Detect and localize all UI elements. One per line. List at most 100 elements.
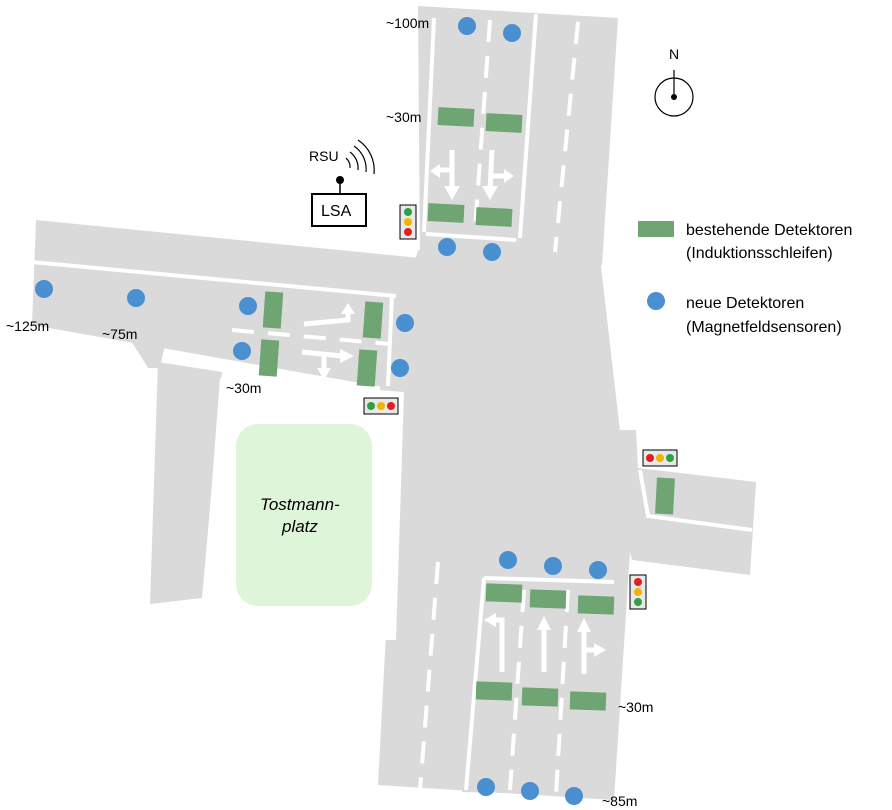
existing-detector <box>427 203 465 223</box>
new-detectors <box>35 17 607 805</box>
distance-west-far: ~125m <box>6 318 49 334</box>
arrow-head <box>504 169 514 183</box>
new-detector <box>239 297 257 315</box>
lsa-box <box>311 193 367 227</box>
new-detector <box>391 359 409 377</box>
distance-north-near: ~30m <box>386 109 421 125</box>
traffic-signal-east <box>642 449 678 467</box>
west-stopline <box>386 294 394 387</box>
new-detector <box>589 561 607 579</box>
new-detector <box>565 787 583 805</box>
signal-lamp-yellow <box>656 454 664 462</box>
existing-detector <box>655 477 675 515</box>
distance-west-mid: ~75m <box>102 326 137 342</box>
plaza-square <box>236 424 372 606</box>
rsu-unit: RSU <box>309 139 375 194</box>
rsu-signal-icon <box>345 139 375 175</box>
new-detector <box>544 557 562 575</box>
rsu-label: RSU <box>309 148 339 164</box>
arrow-north-left-straight <box>438 150 455 190</box>
compass-label: N <box>669 46 679 62</box>
new-detector <box>396 314 414 332</box>
existing-detector <box>362 301 384 339</box>
arrow-head <box>317 368 331 380</box>
legend-new-line2: (Magnetfeldsensoren) <box>686 319 842 336</box>
new-detector <box>499 551 517 569</box>
north-compass: N <box>654 46 694 117</box>
west-lane-divider <box>231 328 391 346</box>
signal-lamp-yellow <box>404 218 412 226</box>
south-stopline <box>483 576 615 584</box>
north-curb <box>422 17 436 233</box>
existing-detector <box>529 589 567 609</box>
arrow-head <box>594 643 606 657</box>
north-lane-divider <box>518 13 538 239</box>
arrow-south-left <box>494 617 505 672</box>
arrow-west-straight-left <box>303 312 351 327</box>
existing-detector <box>485 113 523 133</box>
road-west-corner <box>118 320 168 368</box>
arrow-head <box>341 303 355 314</box>
existing-detector <box>356 349 378 387</box>
signal-lamp-red <box>646 454 654 462</box>
road-east <box>598 430 756 575</box>
signal-lamp-red <box>404 228 412 236</box>
west-curb <box>31 260 397 298</box>
existing-detector <box>262 291 284 329</box>
road-north <box>418 6 618 265</box>
north-lane-divider <box>553 21 580 253</box>
arrow-head <box>537 616 551 630</box>
road-southwest <box>150 362 222 604</box>
arrow-head <box>340 349 354 363</box>
existing-detector <box>475 681 513 701</box>
traffic-signal-south <box>629 574 647 610</box>
lane-markings <box>31 13 615 796</box>
legend-existing-swatch <box>638 221 674 237</box>
lsa-label: LSA <box>321 203 352 220</box>
legend-new-line1: neue Detektoren <box>686 295 804 312</box>
plaza-label-line1: Tostmann- <box>260 495 340 514</box>
signal-lamp-yellow <box>377 402 385 410</box>
legend-new-swatch <box>647 292 665 310</box>
new-detector <box>521 782 539 800</box>
distance-north-far: ~100m <box>386 15 429 31</box>
new-detector <box>477 778 495 796</box>
arrow-head <box>482 186 498 200</box>
compass-center <box>671 94 677 100</box>
east-curb-line <box>638 469 753 532</box>
distance-south-near: ~30m <box>618 699 653 715</box>
lane-arrows <box>301 149 606 674</box>
south-median <box>464 577 486 791</box>
arrow-head <box>577 618 591 632</box>
traffic-signal-west <box>363 397 399 415</box>
new-detector <box>127 289 145 307</box>
south-lane-divider <box>418 561 440 791</box>
existing-detector <box>521 687 559 707</box>
arrow-north-straight-right <box>487 149 506 191</box>
plaza-label-line2: platz <box>281 517 318 536</box>
distance-west-near: ~30m <box>226 380 261 396</box>
new-detector <box>458 17 476 35</box>
road-west <box>32 220 428 395</box>
new-detector <box>483 243 501 261</box>
new-detector <box>35 280 53 298</box>
signal-lamp-red <box>387 402 395 410</box>
existing-detector <box>485 583 523 603</box>
north-stopline <box>425 232 517 242</box>
arrow-head <box>430 164 440 178</box>
signal-lamp-yellow <box>634 588 642 596</box>
legend-existing-line2: (Induktionsschleifen) <box>686 245 833 262</box>
existing-detector <box>569 691 607 711</box>
traffic-signal-north <box>399 204 417 240</box>
arrow-head <box>444 186 460 200</box>
arrow-head <box>484 613 496 627</box>
legend-existing-line1: bestehende Detektoren <box>686 222 852 239</box>
distance-south-far: ~85m <box>602 793 637 809</box>
signal-lamp-green <box>634 598 642 606</box>
new-detector <box>503 24 521 42</box>
rsu-antenna-tip <box>336 176 344 184</box>
signal-lamp-green <box>367 402 375 410</box>
existing-detector <box>475 207 513 227</box>
road-plaza-east <box>392 385 446 640</box>
